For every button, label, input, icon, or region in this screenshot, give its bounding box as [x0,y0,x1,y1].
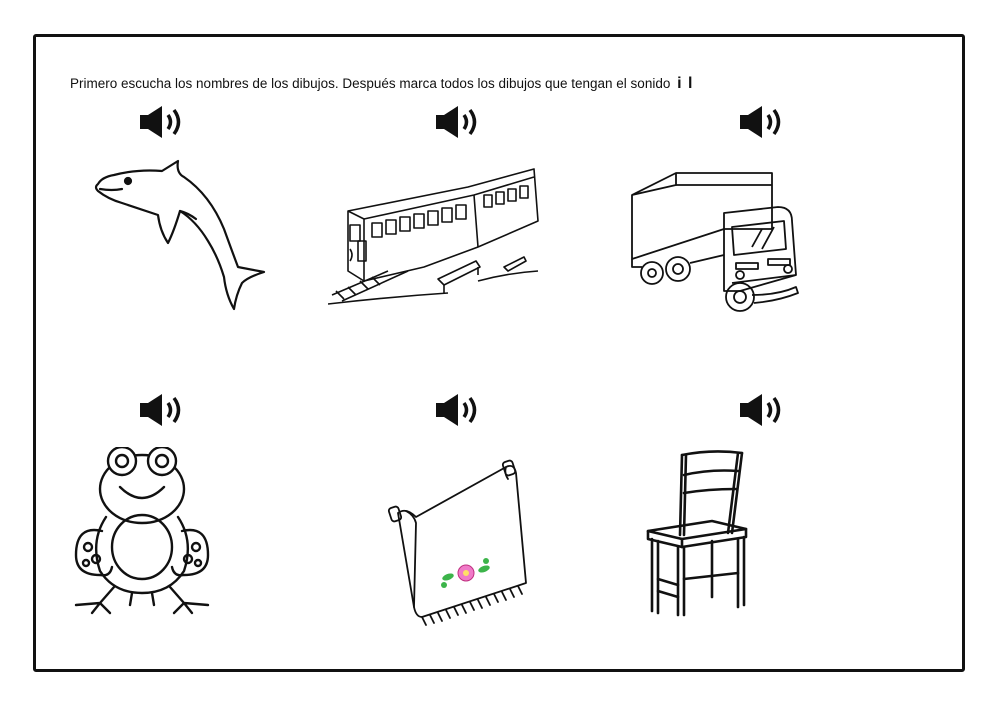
instruction-label: Primero escucha los nombres de los dibuj… [70,76,671,91]
instruction-text: Primero escucha los nombres de los dibuj… [70,75,693,93]
speaker-icon-dolphin[interactable] [138,105,186,139]
frog-picture[interactable] [70,447,215,615]
speaker-icon-train[interactable] [434,105,482,139]
speaker-icon-chair[interactable] [738,393,786,427]
target-sound: i l [677,75,694,92]
towel-picture[interactable] [386,457,536,627]
dolphin-picture[interactable] [92,159,272,314]
worksheet: Primero escucha los nombres de los dibuj… [33,34,965,672]
train-picture[interactable] [328,159,540,309]
speaker-icon-towel[interactable] [434,393,482,427]
speaker-icon-truck[interactable] [738,105,786,139]
speaker-icon-frog[interactable] [138,393,186,427]
truck-picture[interactable] [628,163,804,313]
chair-picture[interactable] [642,449,754,617]
